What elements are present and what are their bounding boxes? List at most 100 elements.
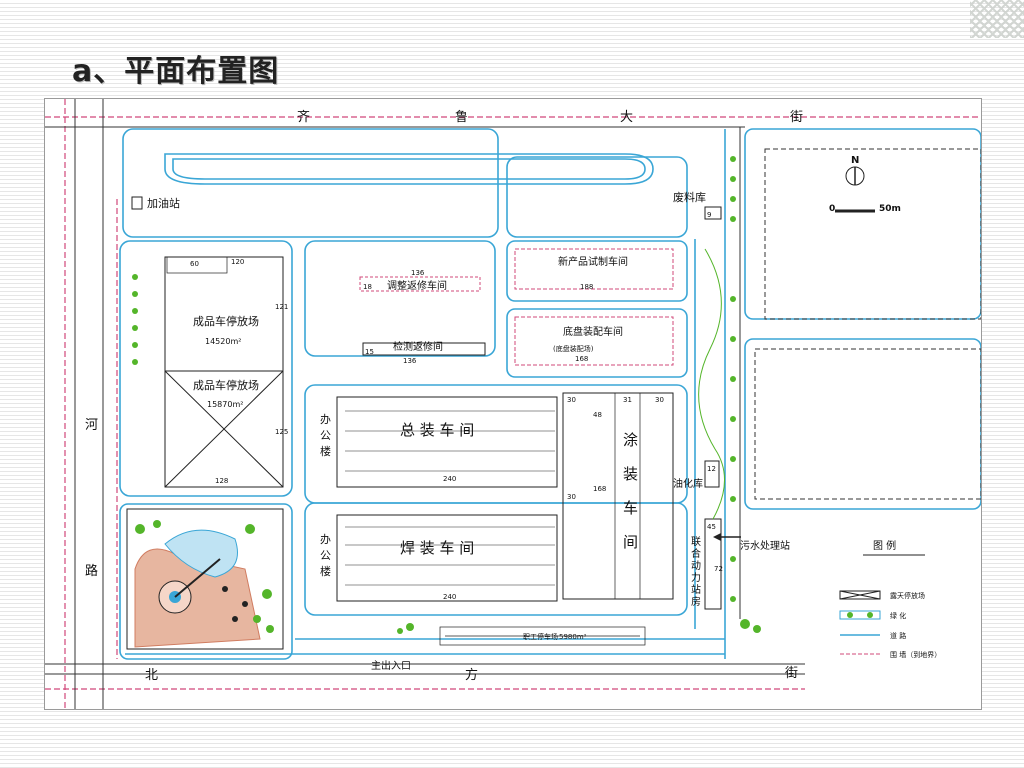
scale-end: 50m	[879, 204, 901, 214]
corner-decoration	[970, 0, 1024, 38]
adjust-workshop-box	[359, 276, 481, 292]
green-curve	[698, 248, 725, 520]
gas-station-label: 加油站	[147, 196, 180, 210]
paint-char-4: 间	[623, 533, 638, 551]
finished-lot-2-label: 成品车停放场	[193, 378, 259, 392]
power-char-2: 合	[691, 547, 701, 560]
final-assembly-box	[336, 396, 558, 488]
bottom-parking	[439, 626, 646, 646]
street-left-2: 河	[85, 418, 98, 433]
finished-lot-1-area: 14520m²	[205, 337, 241, 346]
paint-char-2: 装	[623, 465, 638, 483]
parking-label: 职工停车场	[523, 632, 558, 641]
finished-lot-area	[164, 256, 284, 488]
dim-31: 31	[623, 396, 632, 404]
dim-240a: 240	[443, 475, 456, 483]
dim-45: 45	[707, 523, 716, 531]
office-b-2: 公	[320, 549, 331, 562]
right-outline	[754, 148, 981, 500]
dim-30c: 30	[655, 396, 664, 404]
chassis-label: 底盘装配车间	[563, 325, 623, 338]
dim-125: 125	[275, 428, 288, 436]
new-product-label: 新产品试制车间	[558, 255, 628, 268]
dim-168b: 168	[593, 485, 606, 493]
dim-15: 15	[365, 348, 374, 356]
dim-120: 120	[231, 258, 244, 266]
inspect-workshop-label: 检测返修间	[393, 340, 443, 353]
sewage-arrow-head	[713, 533, 721, 541]
office-a-3: 楼	[320, 444, 331, 458]
welding-label: 焊 装 车 间	[400, 539, 474, 557]
dim-121: 121	[275, 303, 288, 311]
site-plan-map: 齐 鲁 大 街 北 方 街 路 河	[44, 98, 982, 710]
adjust-workshop-label: 调整返修车间	[387, 279, 447, 292]
outer-roads	[45, 99, 805, 709]
paint-char-1: 涂	[623, 431, 638, 449]
internal-roads	[119, 128, 981, 660]
legend-item-4: 围 墙（到地界）	[890, 650, 941, 659]
waste-store-label: 废料库	[673, 190, 706, 204]
dim-168: 168	[575, 355, 588, 363]
office-a-2: 公	[320, 429, 331, 442]
parking-area: 5980m²	[559, 633, 587, 641]
street-bottom-1: 北	[145, 668, 158, 683]
dim-30a: 30	[567, 396, 576, 404]
welding-lines	[345, 526, 555, 586]
gas-station-marker	[131, 196, 143, 210]
site-boundary	[45, 99, 981, 709]
green-belt	[132, 156, 761, 634]
chassis-sub-label: (底盘装配场)	[553, 344, 594, 353]
slide-title: a、平面布置图	[72, 54, 280, 89]
power-char-5: 站	[691, 583, 701, 596]
paint-shop-box	[562, 392, 674, 600]
legend-item-3: 道 路	[890, 631, 906, 640]
final-assembly-label: 总 装 车 间	[400, 421, 474, 439]
dim-60: 60	[190, 260, 199, 268]
street-top-2: 鲁	[455, 110, 468, 125]
dim-72: 72	[714, 565, 723, 573]
street-bottom-3: 街	[785, 666, 798, 681]
office-b-3: 楼	[320, 564, 331, 578]
compass	[845, 166, 865, 186]
power-char-3: 动	[691, 560, 701, 572]
legend-item-1: 露天停放场	[890, 591, 925, 600]
final-assembly-lines	[345, 410, 555, 472]
street-bottom-2: 方	[465, 667, 478, 683]
compass-north: N	[851, 155, 859, 166]
dim-136a: 136	[411, 269, 425, 277]
waste-store-box	[704, 206, 722, 220]
street-top-3: 大	[620, 110, 633, 125]
dim-18: 18	[363, 283, 372, 291]
chassis-box	[514, 316, 674, 366]
waste-store-dim: 9	[707, 211, 711, 219]
legend-symbols	[839, 590, 881, 655]
street-top-1: 齐	[297, 109, 310, 125]
finished-lot-2-area: 15870m²	[207, 400, 243, 409]
new-product-box	[514, 248, 674, 290]
legend-title: 图 例	[873, 539, 896, 552]
dim-30b: 30	[567, 493, 576, 501]
sewage-label: 污水处理站	[740, 539, 790, 552]
oil-store-label: 油化库	[673, 477, 703, 490]
scale-start: 0	[829, 204, 835, 214]
power-char-6: 房	[691, 595, 701, 608]
dim-128: 128	[215, 477, 228, 485]
park	[126, 508, 284, 650]
dim-136b: 136	[403, 357, 417, 365]
office-b-1: 办	[320, 533, 331, 546]
power-char-4: 力	[691, 571, 701, 584]
dim-48: 48	[593, 411, 602, 419]
dim-12: 12	[707, 465, 716, 473]
welding-box	[336, 514, 558, 602]
oil-store-box	[704, 460, 720, 488]
power-char-1: 联	[691, 536, 701, 548]
street-top-4: 街	[790, 110, 803, 125]
legend-item-2: 绿 化	[890, 611, 906, 620]
main-gate-label: 主出入口	[371, 659, 411, 672]
paint-char-3: 车	[623, 499, 638, 517]
dim-240b: 240	[443, 593, 456, 601]
street-left-1: 路	[85, 563, 98, 579]
finished-lot-1-label: 成品车停放场	[193, 314, 259, 328]
site-plan-drawing: 齐 鲁 大 街 北 方 街 路 河	[45, 99, 981, 709]
office-a-1: 办	[320, 413, 331, 426]
